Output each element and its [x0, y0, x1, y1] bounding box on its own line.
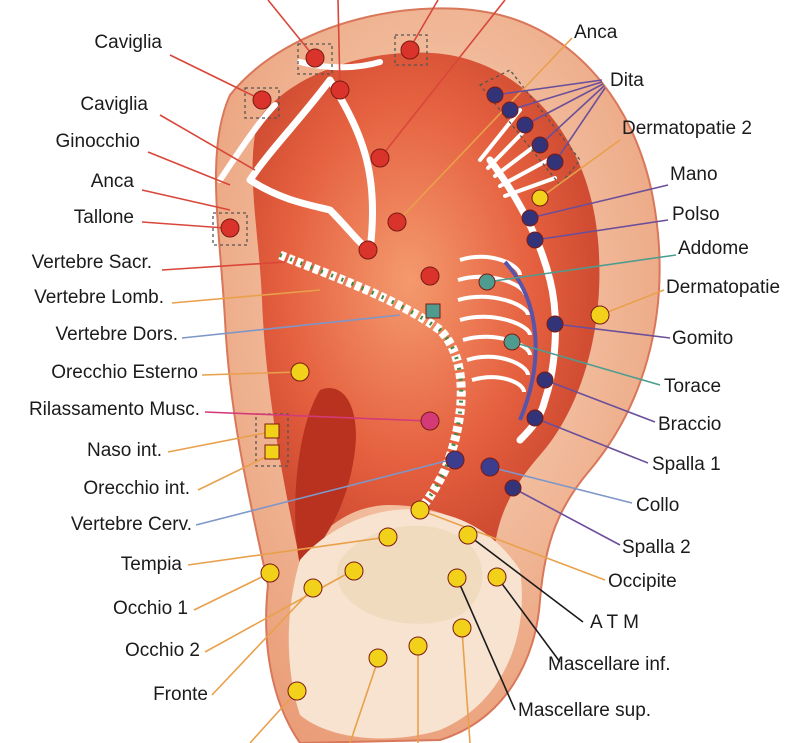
label-mascellare-sup: Mascellare sup. — [518, 700, 651, 721]
leader-lines — [141, 0, 677, 743]
point-yellow[interactable] — [487, 567, 507, 587]
point-yellow[interactable] — [287, 681, 307, 701]
label-caviglia: Caviglia — [80, 94, 148, 115]
point-navy[interactable] — [536, 371, 554, 389]
point-red[interactable] — [252, 90, 272, 110]
point-red[interactable] — [305, 48, 325, 68]
point-teal[interactable] — [425, 303, 441, 319]
point-navy[interactable] — [445, 450, 465, 470]
label-naso-int: Naso int. — [87, 440, 162, 461]
sternum-line — [503, 260, 538, 421]
label-dermatopatie-2: Dermatopatie 2 — [622, 118, 752, 139]
spine-dots — [279, 253, 464, 517]
label-occipite: Occipite — [608, 571, 677, 592]
point-navy[interactable] — [531, 136, 549, 154]
point-navy[interactable] — [504, 479, 522, 497]
label-vertebre-lomb: Vertebre Lomb. — [34, 287, 164, 308]
point-red[interactable] — [220, 218, 240, 238]
point-navy[interactable] — [516, 116, 534, 134]
spine — [278, 250, 466, 519]
point-teal[interactable] — [478, 273, 496, 291]
label-vertebre-sacr: Vertebre Sacr. — [32, 252, 152, 273]
point-navy[interactable] — [501, 101, 519, 119]
labels-right: Anca Dita Dermatopatie 2 Mano Polso Addo… — [518, 22, 780, 721]
label-anca-right: Anca — [574, 22, 618, 43]
label-addome: Addome — [678, 238, 749, 259]
point-yellow[interactable] — [531, 189, 549, 207]
label-gomito: Gomito — [672, 328, 733, 349]
point-boxes — [212, 34, 581, 467]
point-yellow[interactable] — [264, 423, 280, 439]
point-navy[interactable] — [526, 231, 544, 249]
point-yellow[interactable] — [260, 563, 280, 583]
point-navy[interactable] — [546, 153, 564, 171]
point-pink[interactable] — [420, 411, 440, 431]
point-navy[interactable] — [546, 315, 564, 333]
label-orecchio-esterno: Orecchio Esterno — [51, 362, 198, 383]
lobe-skull-pattern — [336, 525, 483, 624]
label-collo: Collo — [636, 495, 679, 516]
point-red[interactable] — [420, 266, 440, 286]
label-fronte: Fronte — [153, 684, 208, 705]
point-yellow[interactable] — [408, 636, 428, 656]
label-caviglia-top: Caviglia — [94, 32, 162, 53]
point-red[interactable] — [370, 148, 390, 168]
label-spalla-2: Spalla 2 — [622, 537, 691, 558]
label-spalla-1: Spalla 1 — [652, 454, 721, 475]
label-tempia: Tempia — [121, 554, 183, 575]
label-tallone: Tallone — [74, 207, 134, 228]
label-torace: Torace — [664, 376, 721, 397]
label-occhio-2: Occhio 2 — [125, 640, 200, 661]
label-occhio-1: Occhio 1 — [113, 598, 188, 619]
point-navy[interactable] — [480, 457, 500, 477]
point-red[interactable] — [400, 40, 420, 60]
label-dermatopatie: Dermatopatie — [666, 277, 780, 298]
label-rilassamento-musc: Rilassamento Musc. — [29, 399, 200, 420]
point-red[interactable] — [358, 240, 378, 260]
label-mascellare-inf: Mascellare inf. — [548, 654, 671, 675]
hand-bones — [478, 108, 557, 198]
point-red[interactable] — [330, 80, 350, 100]
label-braccio: Braccio — [658, 414, 721, 435]
label-vertebre-cerv: Vertebre Cerv. — [71, 514, 192, 535]
point-teal[interactable] — [503, 333, 521, 351]
point-navy[interactable] — [526, 409, 544, 427]
point-navy[interactable] — [521, 209, 539, 227]
label-orecchio-int: Orecchio int. — [83, 478, 190, 499]
labels-left: Caviglia Caviglia Ginocchio Anca Tallone… — [29, 32, 208, 705]
point-yellow[interactable] — [290, 362, 310, 382]
label-dita: Dita — [610, 70, 644, 91]
point-yellow[interactable] — [410, 500, 430, 520]
label-vertebre-dors: Vertebre Dors. — [56, 324, 179, 345]
point-yellow[interactable] — [344, 561, 364, 581]
label-anca-left: Anca — [91, 171, 135, 192]
point-yellow[interactable] — [590, 305, 610, 325]
point-red[interactable] — [387, 212, 407, 232]
ear-canal — [295, 388, 356, 565]
point-yellow[interactable] — [458, 525, 478, 545]
label-ginocchio: Ginocchio — [56, 131, 141, 152]
point-yellow[interactable] — [264, 444, 280, 460]
label-atm: A T M — [590, 612, 639, 633]
point-yellow[interactable] — [452, 618, 472, 638]
point-yellow[interactable] — [378, 527, 398, 547]
point-yellow[interactable] — [447, 568, 467, 588]
leg-bones — [246, 76, 377, 254]
point-yellow[interactable] — [303, 578, 323, 598]
label-mano: Mano — [670, 164, 718, 185]
point-yellow[interactable] — [368, 648, 388, 668]
acupuncture-points — [220, 40, 610, 701]
point-navy[interactable] — [486, 86, 504, 104]
label-polso: Polso — [672, 204, 720, 225]
